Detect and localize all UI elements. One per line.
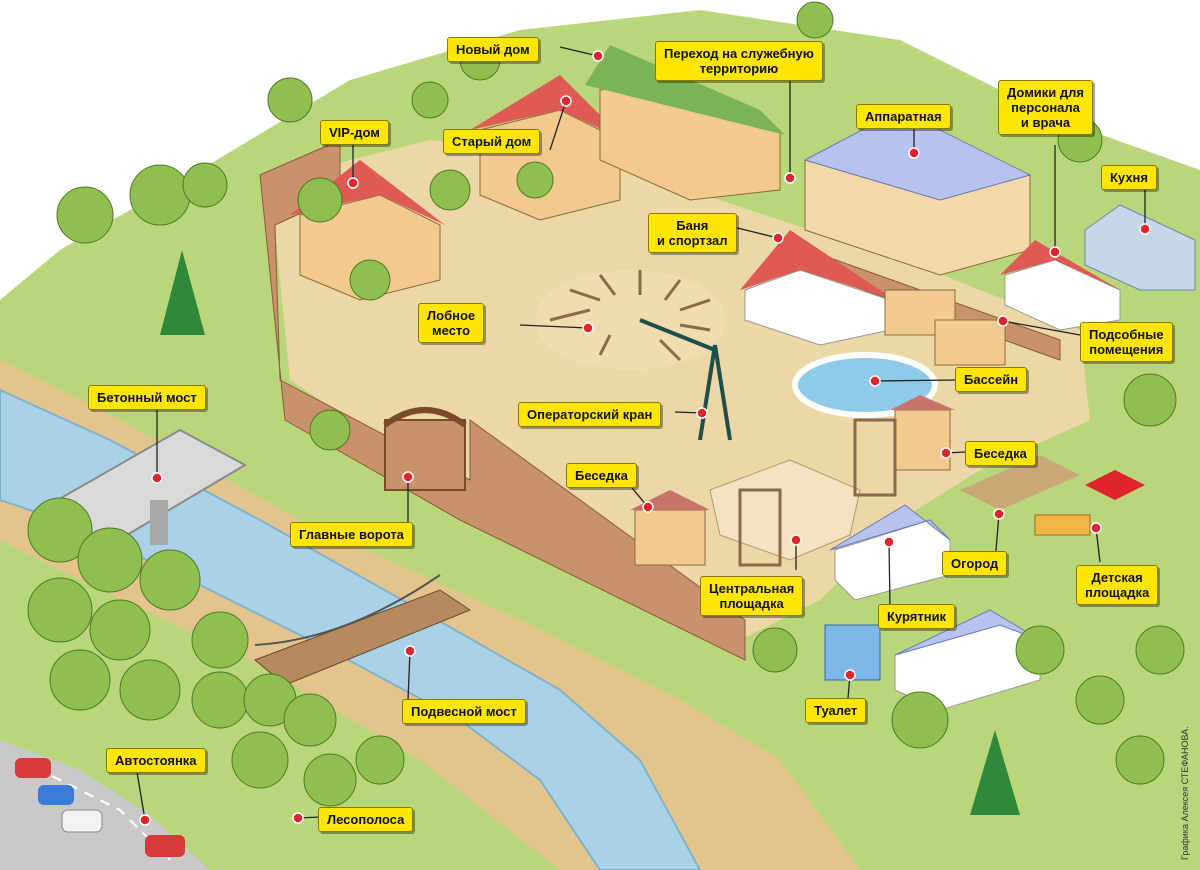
pool-shape bbox=[792, 352, 938, 418]
playground-set bbox=[1034, 514, 1091, 536]
pin-gazebo-right[interactable] bbox=[940, 447, 952, 459]
pin-bath-gym[interactable] bbox=[772, 232, 784, 244]
label-staff-houses[interactable]: Домики для персонала и врача bbox=[998, 80, 1094, 135]
label-parking[interactable]: Автостоянка bbox=[106, 748, 206, 773]
pin-utility-rooms[interactable] bbox=[997, 315, 1009, 327]
pin-suspension-bridge[interactable] bbox=[404, 645, 416, 657]
label-playground[interactable]: Детская площадка bbox=[1076, 565, 1159, 605]
pin-kitchen[interactable] bbox=[1139, 223, 1151, 235]
pin-old-house[interactable] bbox=[560, 95, 572, 107]
staff-house-roof bbox=[1000, 240, 1120, 290]
label-bath-gym[interactable]: Баня и спортзал bbox=[648, 213, 737, 253]
label-pool[interactable]: Бассейн bbox=[955, 367, 1028, 392]
label-concrete-bridge[interactable]: Бетонный мост bbox=[88, 385, 206, 410]
coop-roof bbox=[829, 504, 951, 551]
label-toilet[interactable]: Туалет bbox=[805, 698, 867, 723]
label-main-gate[interactable]: Главные ворота bbox=[290, 522, 413, 547]
pin-playground[interactable] bbox=[1090, 522, 1102, 534]
label-old-house[interactable]: Старый дом bbox=[443, 129, 541, 154]
label-gazebo-right[interactable]: Беседка bbox=[965, 441, 1036, 466]
crane-shape bbox=[639, 318, 732, 441]
utility-room-2 bbox=[934, 319, 1006, 366]
pin-gazebo-left[interactable] bbox=[642, 501, 654, 513]
concrete-bridge-pillar bbox=[150, 500, 168, 545]
fir-trees bbox=[160, 250, 1020, 815]
pin-new-house[interactable] bbox=[592, 50, 604, 62]
suspension-bridge-rope bbox=[254, 574, 441, 646]
label-garden[interactable]: Огород bbox=[942, 551, 1008, 576]
kitchen-shape bbox=[1084, 204, 1196, 291]
central-square-shape bbox=[709, 459, 861, 561]
pin-execution-place[interactable] bbox=[582, 322, 594, 334]
main-gate-shape bbox=[384, 419, 466, 491]
location-pins bbox=[139, 50, 1151, 826]
yard-sand bbox=[270, 140, 1090, 640]
label-gazebo-left[interactable]: Беседка bbox=[566, 463, 637, 488]
main-gate-arch bbox=[383, 407, 467, 428]
pin-main-gate[interactable] bbox=[402, 471, 414, 483]
pin-concrete-bridge[interactable] bbox=[151, 472, 163, 484]
pin-staff-houses[interactable] bbox=[1049, 246, 1061, 258]
label-execution-place[interactable]: Лобное место bbox=[418, 303, 485, 343]
road-marking bbox=[19, 759, 171, 861]
pin-control-room[interactable] bbox=[908, 147, 920, 159]
label-chicken-coop[interactable]: Курятник bbox=[878, 604, 956, 629]
label-utility-rooms[interactable]: Подсобные помещения bbox=[1080, 322, 1173, 362]
new-house-roof bbox=[585, 45, 785, 135]
vip-house-roof bbox=[290, 160, 445, 225]
pin-chicken-coop[interactable] bbox=[883, 536, 895, 548]
label-service-passage[interactable]: Переход на служебную территорию bbox=[655, 41, 823, 81]
old-house-roof bbox=[470, 75, 625, 140]
playground-umbrella bbox=[1085, 470, 1145, 500]
gazebo-left-shape bbox=[634, 509, 706, 566]
pin-forest-belt[interactable] bbox=[292, 812, 304, 824]
tower-right bbox=[853, 418, 897, 497]
car-white bbox=[61, 809, 103, 833]
tower-left bbox=[738, 488, 782, 567]
pin-parking[interactable] bbox=[139, 814, 151, 826]
pin-service-passage[interactable] bbox=[784, 172, 796, 184]
execution-place-stakes bbox=[549, 270, 711, 362]
garden-shape bbox=[960, 455, 1080, 510]
pin-pool[interactable] bbox=[869, 375, 881, 387]
execution-place-ground bbox=[535, 270, 725, 370]
car-red-2 bbox=[145, 835, 185, 857]
bath-roof bbox=[740, 230, 895, 300]
label-suspension-bridge[interactable]: Подвесной мост bbox=[402, 699, 526, 724]
gazebo-right-roof bbox=[890, 395, 955, 410]
pin-camera-crane[interactable] bbox=[696, 407, 708, 419]
label-vip-house[interactable]: VIP-дом bbox=[320, 120, 389, 145]
pin-toilet[interactable] bbox=[844, 669, 856, 681]
car-blue bbox=[38, 785, 74, 805]
label-central-square[interactable]: Центральная площадка bbox=[700, 576, 804, 616]
label-control-room[interactable]: Аппаратная bbox=[856, 104, 951, 129]
credit-text: Графика Алексея СТЕФАНОВА. bbox=[1180, 726, 1190, 860]
label-new-house[interactable]: Новый дом bbox=[447, 37, 539, 62]
pin-central-square[interactable] bbox=[790, 534, 802, 546]
gazebo-right-shape bbox=[894, 409, 951, 471]
car-red bbox=[15, 758, 51, 778]
pin-garden[interactable] bbox=[993, 508, 1005, 520]
label-forest-belt[interactable]: Лесополоса bbox=[318, 807, 414, 832]
label-camera-crane[interactable]: Операторский кран bbox=[518, 402, 662, 427]
label-kitchen[interactable]: Кухня bbox=[1101, 165, 1157, 190]
pin-vip-house[interactable] bbox=[347, 177, 359, 189]
